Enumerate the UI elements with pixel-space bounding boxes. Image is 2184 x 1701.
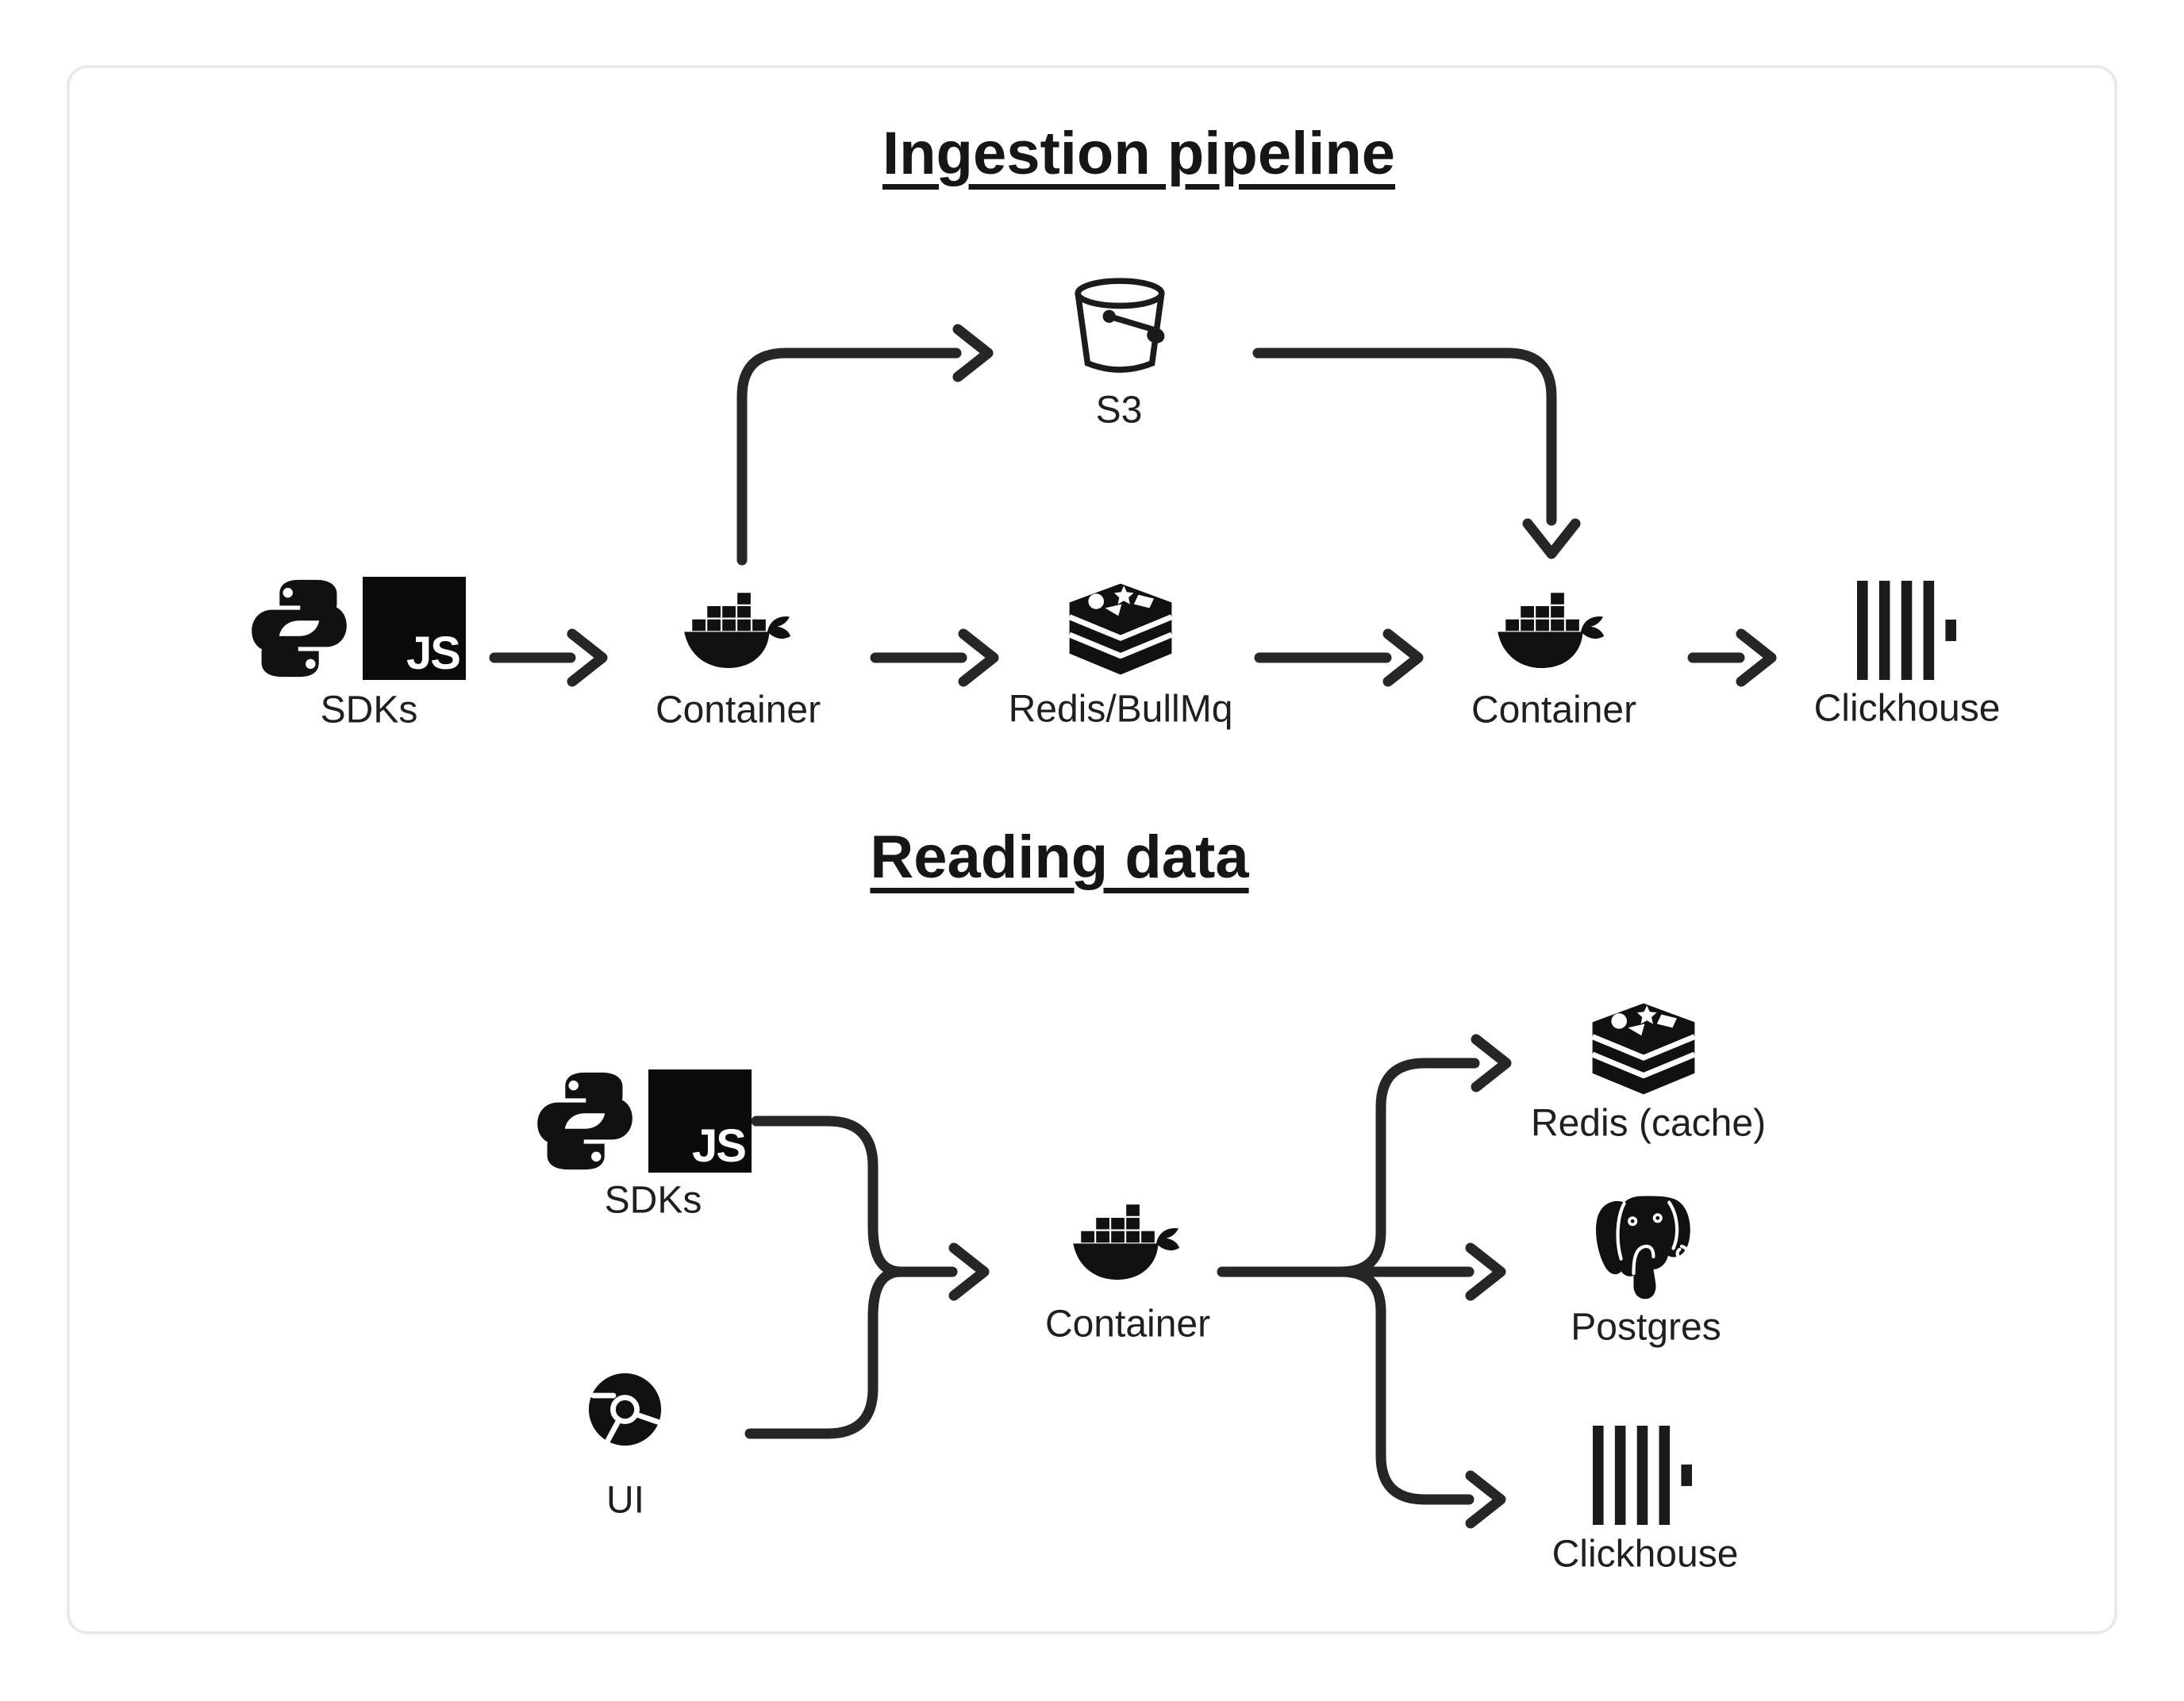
node-label-clickhouse-ingest: Clickhouse (1813, 687, 2001, 730)
arrowhead (1736, 628, 1777, 687)
postgres-icon (1596, 1196, 1690, 1300)
javascript-icon: JS (648, 1069, 752, 1173)
chrome-icon (588, 1373, 662, 1446)
arrowhead (958, 628, 999, 687)
wire-sdks-merge (751, 1115, 906, 1277)
node-label-container-reading: Container (1044, 1303, 1211, 1346)
section-title-ingestion: Ingestion pipeline (882, 120, 1396, 187)
arrowhead (952, 324, 994, 382)
node-label-sdks: SDKs (320, 689, 418, 731)
redis-icon (1591, 1003, 1696, 1095)
docker-whale-icon (684, 593, 791, 669)
clickhouse-icon (1593, 1426, 1692, 1525)
arrow-container-to-s3 (736, 347, 962, 566)
docker-whale-icon (1498, 593, 1605, 669)
node-label-sdks-reading: SDKs (604, 1179, 702, 1222)
arrowhead (1465, 1242, 1506, 1301)
docker-whale-icon (1073, 1204, 1180, 1281)
arrow-s3-to-container (1252, 347, 1557, 526)
arrowhead (1382, 628, 1424, 687)
arrowhead (567, 628, 608, 687)
arrowhead (1522, 518, 1581, 559)
python-icon (252, 579, 347, 678)
wire-ui-merge (744, 1266, 906, 1439)
node-label-redis-cache: Redis (cache) (1530, 1102, 1767, 1145)
arrowhead (948, 1242, 990, 1301)
section-title-reading: Reading data (870, 824, 1249, 891)
arrow-container-to-clickhouse2 (1336, 1266, 1475, 1505)
node-label-postgres: Postgres (1571, 1306, 1721, 1349)
python-icon (537, 1072, 633, 1170)
node-label-container-ingest: Container (655, 689, 821, 731)
arrowhead (1471, 1034, 1512, 1092)
node-label-redis-queue: Redis/BullMq (1008, 688, 1233, 731)
node-label-s3: S3 (1095, 389, 1143, 432)
diagram-card (67, 65, 2117, 1634)
node-label-clickhouse-reading: Clickhouse (1551, 1533, 1739, 1576)
arrow-container-to-redis-cache (1336, 1058, 1480, 1277)
arrowhead (1465, 1470, 1506, 1529)
javascript-icon: JS (363, 577, 466, 680)
node-label-ui: UI (606, 1479, 644, 1522)
redis-icon (1068, 583, 1173, 675)
clickhouse-icon (1857, 581, 1956, 680)
s3-bucket-icon (1075, 278, 1165, 373)
node-label-container-worker: Container (1471, 689, 1637, 731)
